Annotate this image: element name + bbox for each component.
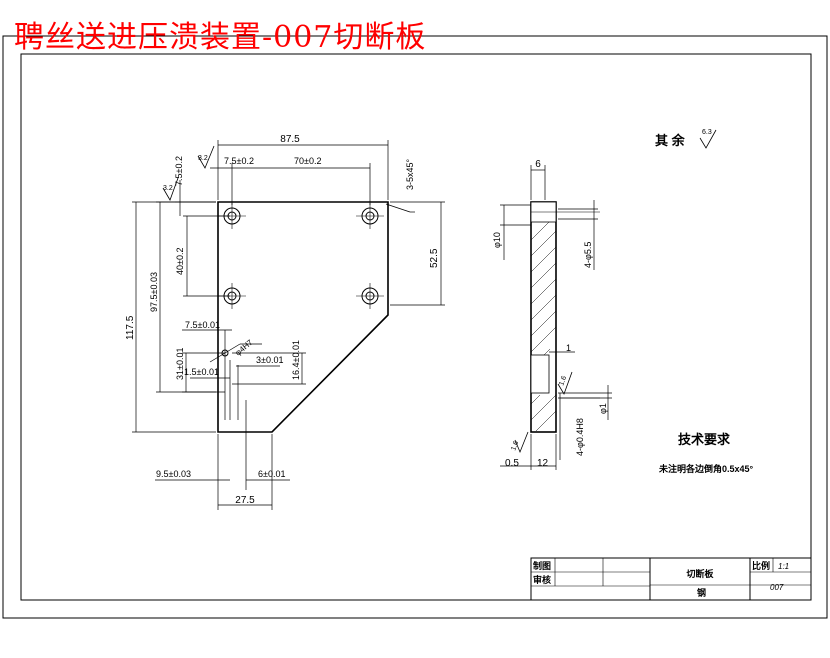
tb-scale-value: 1:1 — [778, 562, 789, 571]
dim-height-16-4: 16.4±0.01 — [291, 340, 301, 380]
mount-holes — [223, 207, 379, 305]
dim-offset-0-5: 0.5 — [505, 458, 519, 469]
dim-hole-small-side: 4-φ0.4H8 — [575, 418, 585, 456]
dim-hole-spacing-y: 40±0.2 — [175, 248, 185, 275]
dim-thickness-top: 6 — [535, 159, 541, 170]
drawing-banner-title: 聘丝送进压溃装置-007切断板 — [14, 20, 427, 55]
surface-note: 其 余 — [655, 133, 686, 148]
roughness-side-1: 1.6 — [510, 440, 520, 452]
tb-drawing-no: 007 — [770, 583, 784, 592]
inner-frame — [20, 53, 812, 601]
tb-drawn-label: 制图 — [533, 560, 551, 571]
dim-hole-small: φ4H7 — [234, 338, 255, 358]
dim-offset-3: 3±0.01 — [256, 355, 283, 365]
dim-height-total: 117.5 — [125, 315, 136, 340]
dim-bottom-left: 9.5±0.03 — [156, 469, 191, 479]
dim-top-offset: 7.5±0.2 — [174, 156, 184, 186]
tech-title: 技术要求 — [678, 432, 731, 447]
dim-bottom-width: 27.5 — [235, 495, 255, 506]
tb-scale-label: 比例 — [752, 560, 770, 571]
tb-check-label: 审核 — [533, 574, 551, 585]
dim-height-right: 52.5 — [429, 248, 440, 268]
outer-frame — [2, 35, 828, 619]
side-step — [530, 354, 550, 394]
dim-thickness: 12 — [537, 458, 549, 469]
dim-chamfer: 3-5x45° — [405, 158, 415, 190]
tb-material: 钢 — [697, 587, 706, 598]
title-block — [530, 557, 812, 601]
tech-note: 未注明各边倒角0.5x45° — [658, 463, 754, 474]
side-hatch — [530, 214, 557, 432]
plate-outline — [217, 201, 389, 433]
dim-hole-spacing-x: 70±0.2 — [294, 156, 321, 166]
roughness-front-1: 3.2 — [198, 155, 208, 162]
dim-left-offset: 7.5±0.2 — [224, 156, 254, 166]
dim-bottom-slot: 6±0.01 — [258, 469, 285, 479]
dim-offset-1-5: 1.5±0.01 — [184, 367, 219, 377]
dim-holes: 4-φ5.5 — [583, 242, 593, 268]
front-dimension-lines — [132, 140, 445, 510]
tb-part-name: 切断板 — [686, 568, 714, 579]
center-lines — [218, 203, 384, 309]
dim-width-total: 87.5 — [280, 134, 300, 145]
dim-dia-1: φ1 — [598, 403, 608, 414]
dim-height-97: 97.5±0.03 — [149, 272, 159, 312]
dim-bore: φ10 — [492, 232, 502, 248]
dim-offset-7-5: 7.5±0.01 — [185, 320, 220, 330]
surface-note-value: 6.3 — [702, 129, 712, 136]
dim-step: 1 — [566, 343, 571, 353]
roughness-symbols — [162, 129, 717, 454]
roughness-side-2: 1.6 — [558, 375, 568, 387]
roughness-front-2: 3.2 — [163, 185, 173, 192]
dim-height-31: 31±0.01 — [175, 348, 185, 380]
